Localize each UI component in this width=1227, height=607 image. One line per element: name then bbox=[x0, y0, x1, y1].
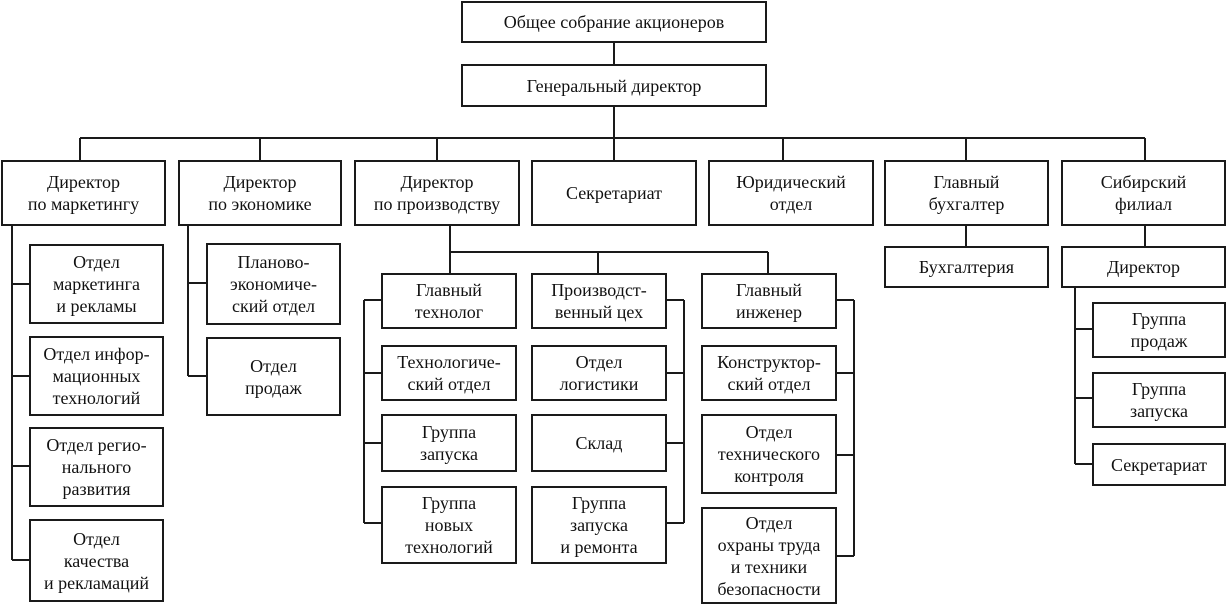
engineer-unit-box: Конструктор- ский отдел bbox=[701, 345, 837, 401]
economics-unit-box: Планово- экономиче- ский отдел bbox=[206, 243, 341, 325]
shop-unit-box: Отдел логистики bbox=[531, 345, 667, 401]
chief-accountant-box: Главный бухгалтер bbox=[884, 160, 1049, 226]
shareholders-meeting-box: Общее собрание акционеров bbox=[461, 1, 767, 43]
marketing-unit-box: Отдел маркетинга и рекламы bbox=[29, 244, 164, 324]
branch-unit-box: Секретариат bbox=[1092, 443, 1226, 486]
marketing-unit-box: Отдел качества и рекламаций bbox=[29, 519, 164, 602]
economics-director-box: Директор по экономике bbox=[178, 160, 342, 226]
accounting-box: Бухгалтерия bbox=[884, 246, 1049, 288]
ceo-box: Генеральный директор bbox=[461, 64, 767, 107]
technologist-unit-box: Группа запуска bbox=[381, 414, 517, 472]
economics-unit-box: Отдел продаж bbox=[206, 337, 341, 416]
shop-unit-box: Склад bbox=[531, 414, 667, 472]
chief-engineer-box: Главный инженер bbox=[701, 273, 837, 329]
production-director-box: Директор по производству bbox=[354, 160, 520, 226]
chief-technologist-box: Главный технолог bbox=[381, 273, 517, 329]
technologist-unit-box: Группа новых технологий bbox=[381, 486, 517, 564]
siberian-branch-box: Сибирский филиал bbox=[1061, 160, 1226, 226]
technologist-unit-box: Технологиче- ский отдел bbox=[381, 345, 517, 401]
branch-director-box: Директор bbox=[1061, 246, 1226, 288]
secretariat-box: Секретариат bbox=[531, 160, 697, 226]
marketing-unit-box: Отдел инфор- мационных технологий bbox=[29, 336, 164, 416]
shop-unit-box: Группа запуска и ремонта bbox=[531, 486, 667, 564]
engineer-unit-box: Отдел охраны труда и техники безопасност… bbox=[701, 507, 837, 604]
marketing-director-box: Директор по маркетингу bbox=[1, 160, 166, 226]
marketing-unit-box: Отдел регио- нального развития bbox=[29, 427, 164, 507]
branch-unit-box: Группа продаж bbox=[1092, 302, 1226, 358]
branch-unit-box: Группа запуска bbox=[1092, 372, 1226, 428]
production-shop-box: Производст- венный цех bbox=[531, 273, 667, 329]
engineer-unit-box: Отдел технического контроля bbox=[701, 414, 837, 494]
legal-department-box: Юридический отдел bbox=[708, 160, 874, 226]
